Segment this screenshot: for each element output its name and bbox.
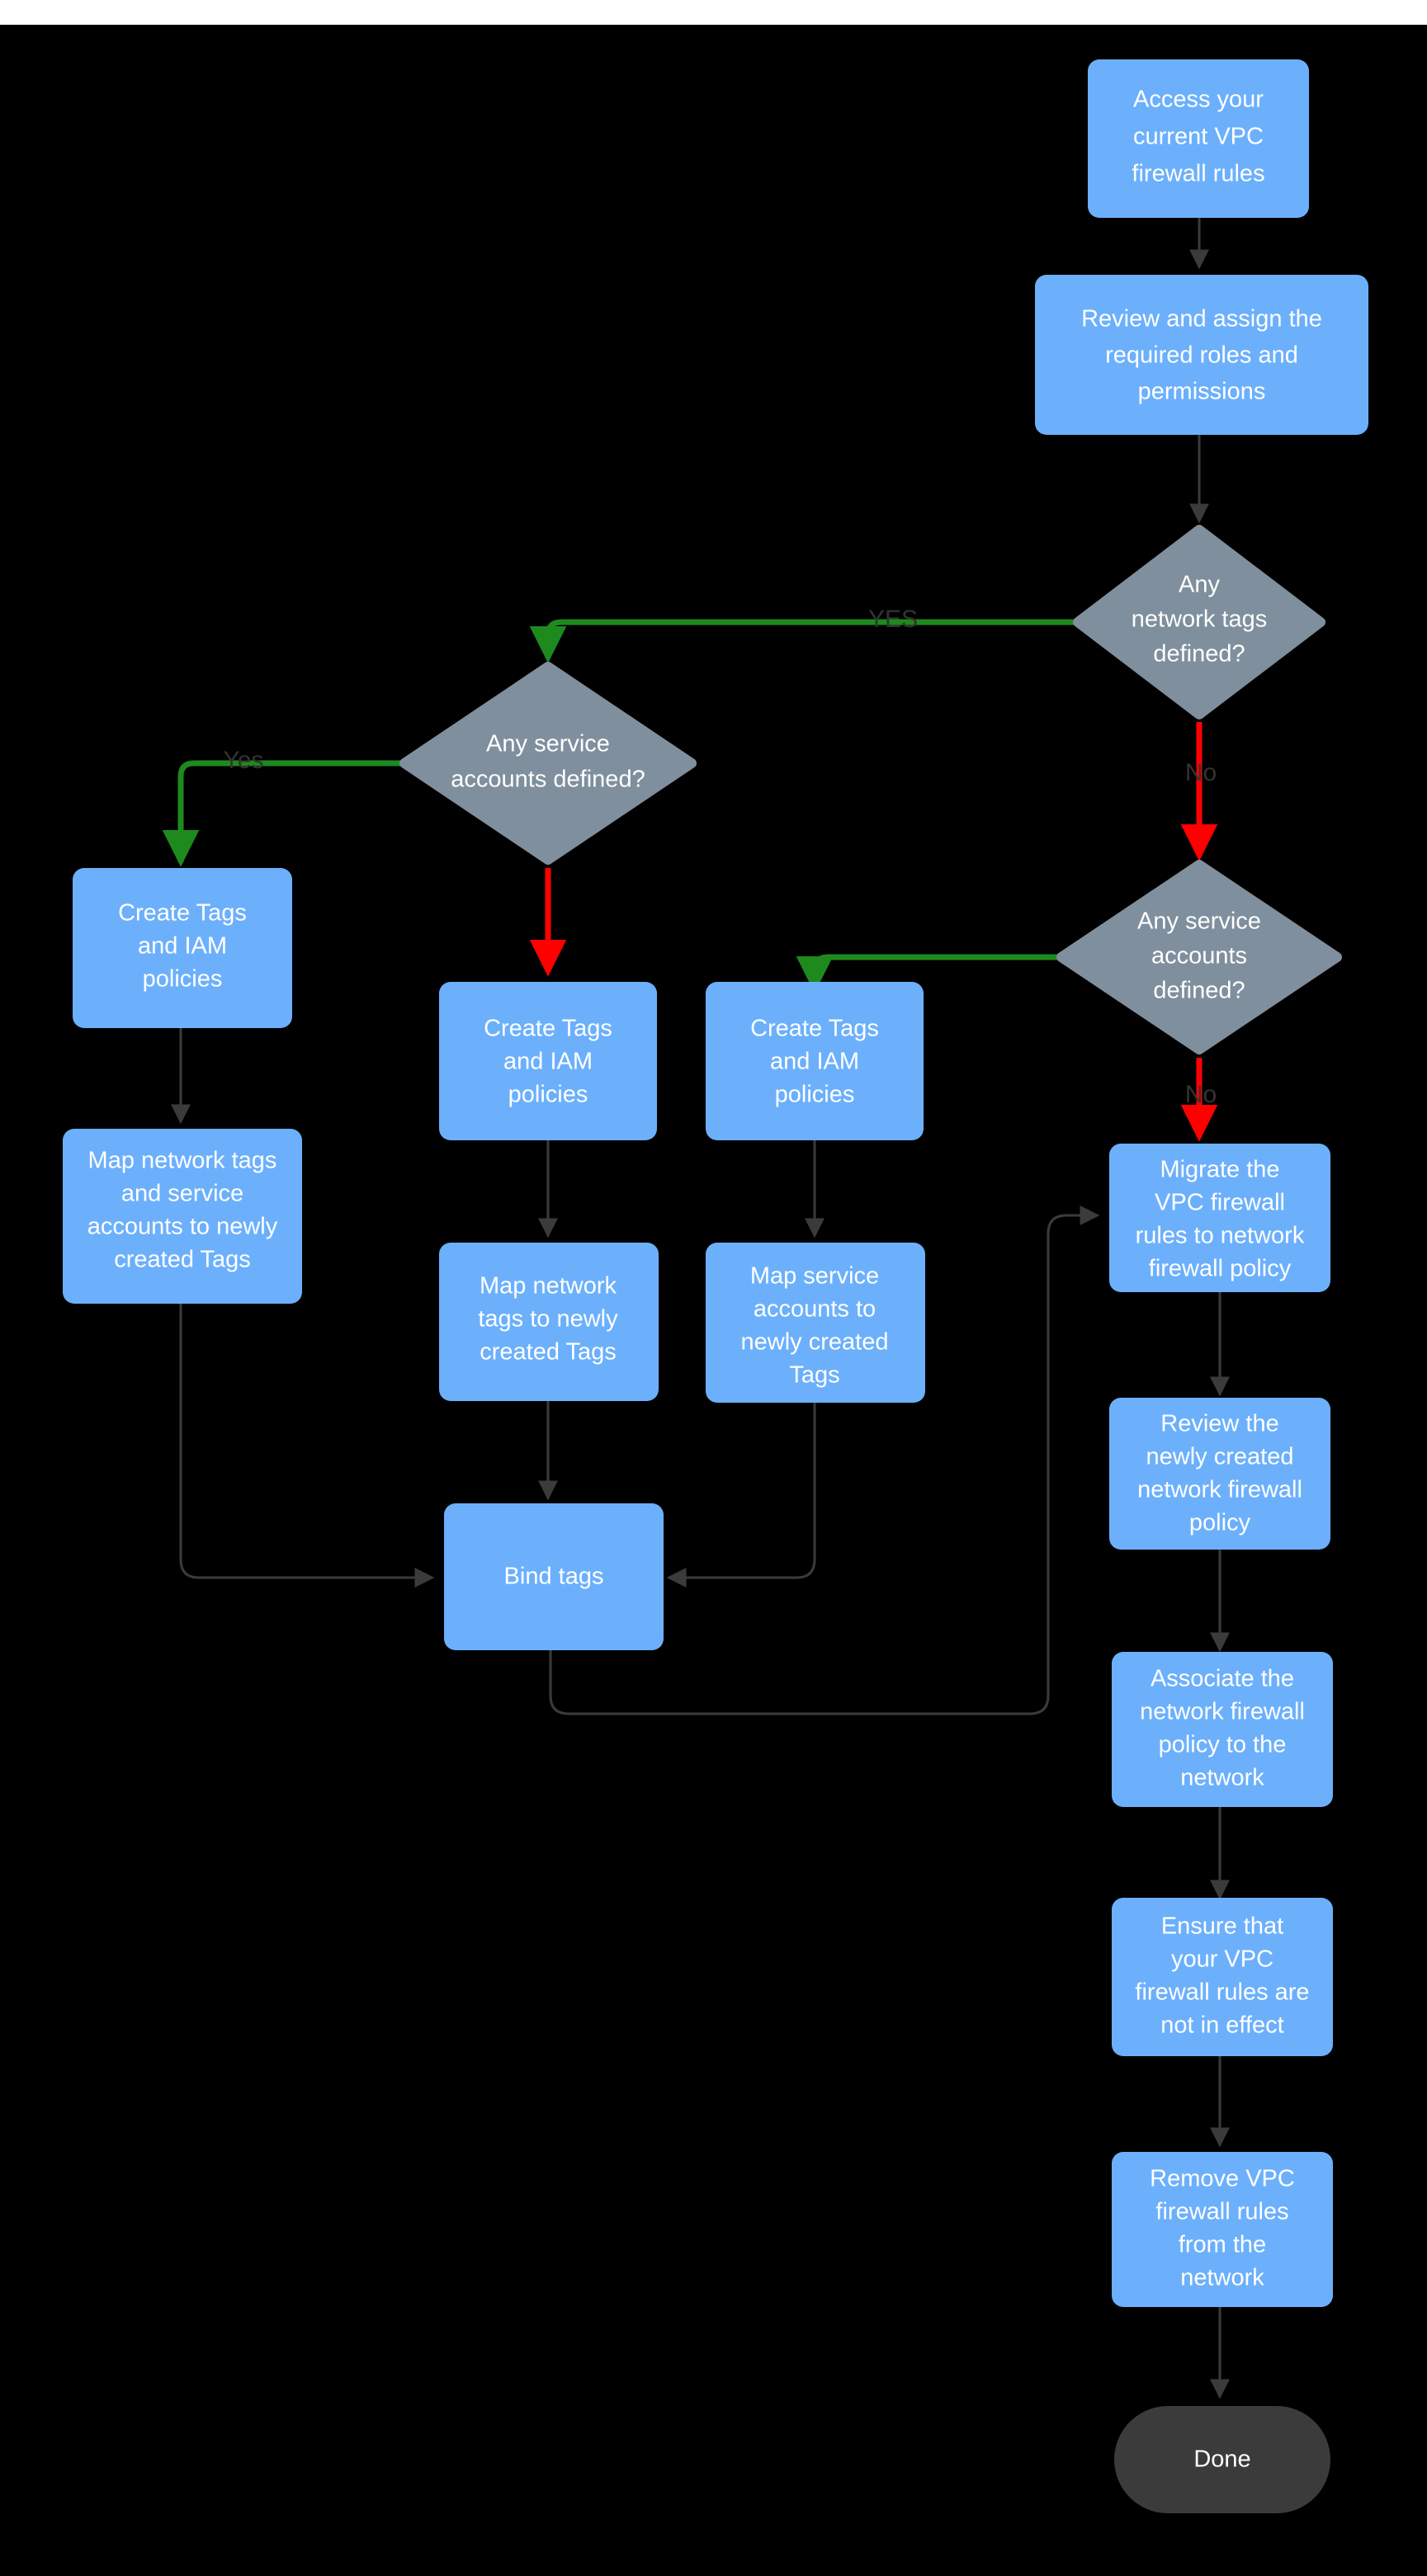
node-label-line: accounts to	[754, 1296, 876, 1323]
node-label-line: network firewall	[1137, 1477, 1302, 1503]
node-label-line: and service	[121, 1181, 243, 1207]
node-review-assign-roles[interactable]: Review and assign the required roles and…	[1035, 275, 1368, 435]
node-create-tags-iam-policies-right[interactable]: Create Tags and IAM policies	[706, 982, 924, 1140]
edges-layer	[162, 218, 1230, 2399]
node-label-line: policy to the	[1159, 1732, 1287, 1758]
node-label-line: and IAM	[138, 933, 227, 960]
node-label-line: Map network	[480, 1273, 617, 1300]
node-label-line: Create Tags	[484, 1016, 612, 1042]
edge-d2-n3-yes	[162, 760, 406, 867]
node-label-line: Create Tags	[118, 900, 247, 927]
node-review-new-network-firewall-policy[interactable]: Review the newly created network firewal…	[1109, 1398, 1330, 1550]
node-label-line: policy	[1189, 1510, 1251, 1536]
node-label-line: defined?	[1153, 641, 1245, 668]
node-label-line: VPC firewall	[1155, 1190, 1285, 1216]
node-label-line: Remove VPC	[1150, 2166, 1295, 2192]
node-label-line: policies	[508, 1082, 588, 1108]
node-label-line: Associate the	[1151, 1666, 1294, 1692]
node-label-line: accounts to newly	[87, 1214, 278, 1240]
node-done-terminator[interactable]: Done	[1114, 2406, 1330, 2513]
node-label-line: required roles and	[1105, 342, 1298, 369]
node-map-network-tags-and-service-accounts[interactable]: Map network tags and service accounts to…	[63, 1129, 302, 1304]
node-create-tags-iam-policies-left[interactable]: Create Tags and IAM policies	[73, 868, 292, 1028]
node-label-line: Create Tags	[750, 1016, 879, 1042]
node-label-line: your VPC	[1171, 1946, 1273, 1973]
node-label-line: Bind tags	[504, 1564, 604, 1590]
edge-label-yes-upper: YES	[868, 606, 918, 633]
node-label-line: policies	[143, 966, 223, 993]
node-label-line: network	[1180, 2265, 1264, 2291]
node-label-line: Migrate the	[1160, 1157, 1279, 1183]
edge-n8-n9	[666, 1403, 816, 1588]
decision-any-network-tags-defined[interactable]: Any network tags defined?	[1073, 525, 1325, 719]
node-map-network-tags-to-new-tags[interactable]: Map network tags to newly created Tags	[439, 1243, 659, 1401]
node-label-line: policies	[775, 1082, 855, 1108]
node-label-line: firewall rules are	[1135, 1979, 1309, 2006]
edge-n4-n9	[179, 1302, 435, 1588]
node-remove-vpc-rules-from-network[interactable]: Remove VPC firewall rules from the netwo…	[1112, 2152, 1333, 2307]
node-associate-policy-to-network[interactable]: Associate the network firewall policy to…	[1112, 1652, 1333, 1807]
edge-labels-layer: YES No Yes No	[224, 606, 1217, 1108]
node-label-line: created Tags	[480, 1339, 617, 1366]
node-label-line: newly created	[1146, 1444, 1294, 1470]
node-label-line: Review and assign the	[1081, 306, 1322, 333]
edge-n9-n10	[549, 1205, 1100, 1715]
node-bind-tags[interactable]: Bind tags	[444, 1503, 664, 1650]
node-label-line: not in effect	[1160, 2012, 1283, 2039]
node-label-line: accounts defined?	[451, 767, 645, 793]
node-label-line: network tags	[1132, 606, 1267, 633]
node-label-line: and IAM	[770, 1049, 859, 1075]
node-label-line: tags to newly	[478, 1306, 618, 1333]
node-label-line: Any service	[1137, 908, 1261, 935]
edge-d3-n7-yes	[796, 954, 1070, 993]
node-label-line: Map service	[750, 1263, 879, 1290]
node-label-line: Any	[1179, 572, 1220, 598]
node-label-line: permissions	[1138, 379, 1266, 405]
node-ensure-vpc-rules-not-in-effect[interactable]: Ensure that your VPC firewall rules are …	[1112, 1898, 1333, 2056]
edge-d1-d2-yes	[529, 619, 1086, 663]
decision-any-service-accounts-defined-left[interactable]: Any service accounts defined?	[399, 662, 697, 865]
node-label-line: Map network tags	[88, 1148, 277, 1174]
node-label-line: Done	[1193, 2446, 1250, 2473]
node-label-line: Any service	[486, 731, 610, 757]
node-label-line: firewall rules	[1155, 2199, 1288, 2225]
node-label-line: Access your	[1133, 87, 1264, 113]
node-label-line: firewall policy	[1149, 1256, 1292, 1282]
node-access-vpc-firewall-rules[interactable]: Access your current VPC firewall rules	[1088, 59, 1309, 218]
node-label-line: from the	[1179, 2232, 1266, 2258]
edge-label-no-service-accounts: No	[1185, 1081, 1217, 1108]
decision-any-service-accounts-defined-right[interactable]: Any service accounts defined?	[1056, 860, 1342, 1054]
node-label-line: accounts	[1151, 943, 1247, 970]
node-create-tags-iam-policies-middle[interactable]: Create Tags and IAM policies	[439, 982, 657, 1140]
edge-label-yes-service-accounts: Yes	[224, 747, 264, 774]
node-label-line: firewall rules	[1132, 161, 1264, 187]
node-label-line: Review the	[1160, 1411, 1278, 1437]
node-label-line: defined?	[1153, 978, 1245, 1004]
node-label-line: current VPC	[1133, 124, 1264, 150]
top-white-strip	[0, 0, 1427, 25]
node-label-line: Tags	[789, 1362, 839, 1389]
node-label-line: rules to network	[1136, 1223, 1305, 1249]
node-migrate-vpc-rules-to-policy[interactable]: Migrate the VPC firewall rules to networ…	[1109, 1144, 1330, 1292]
node-label-line: and IAM	[503, 1049, 593, 1075]
edge-label-no-network-tags: No	[1185, 759, 1217, 786]
node-label-line: network firewall	[1140, 1699, 1305, 1725]
node-map-service-accounts-to-new-tags[interactable]: Map service accounts to newly created Ta…	[706, 1243, 925, 1403]
node-label-line: created Tags	[114, 1247, 251, 1273]
node-label-line: Ensure that	[1161, 1913, 1283, 1940]
node-label-line: newly created	[741, 1329, 889, 1356]
node-label-line: network	[1180, 1765, 1264, 1791]
